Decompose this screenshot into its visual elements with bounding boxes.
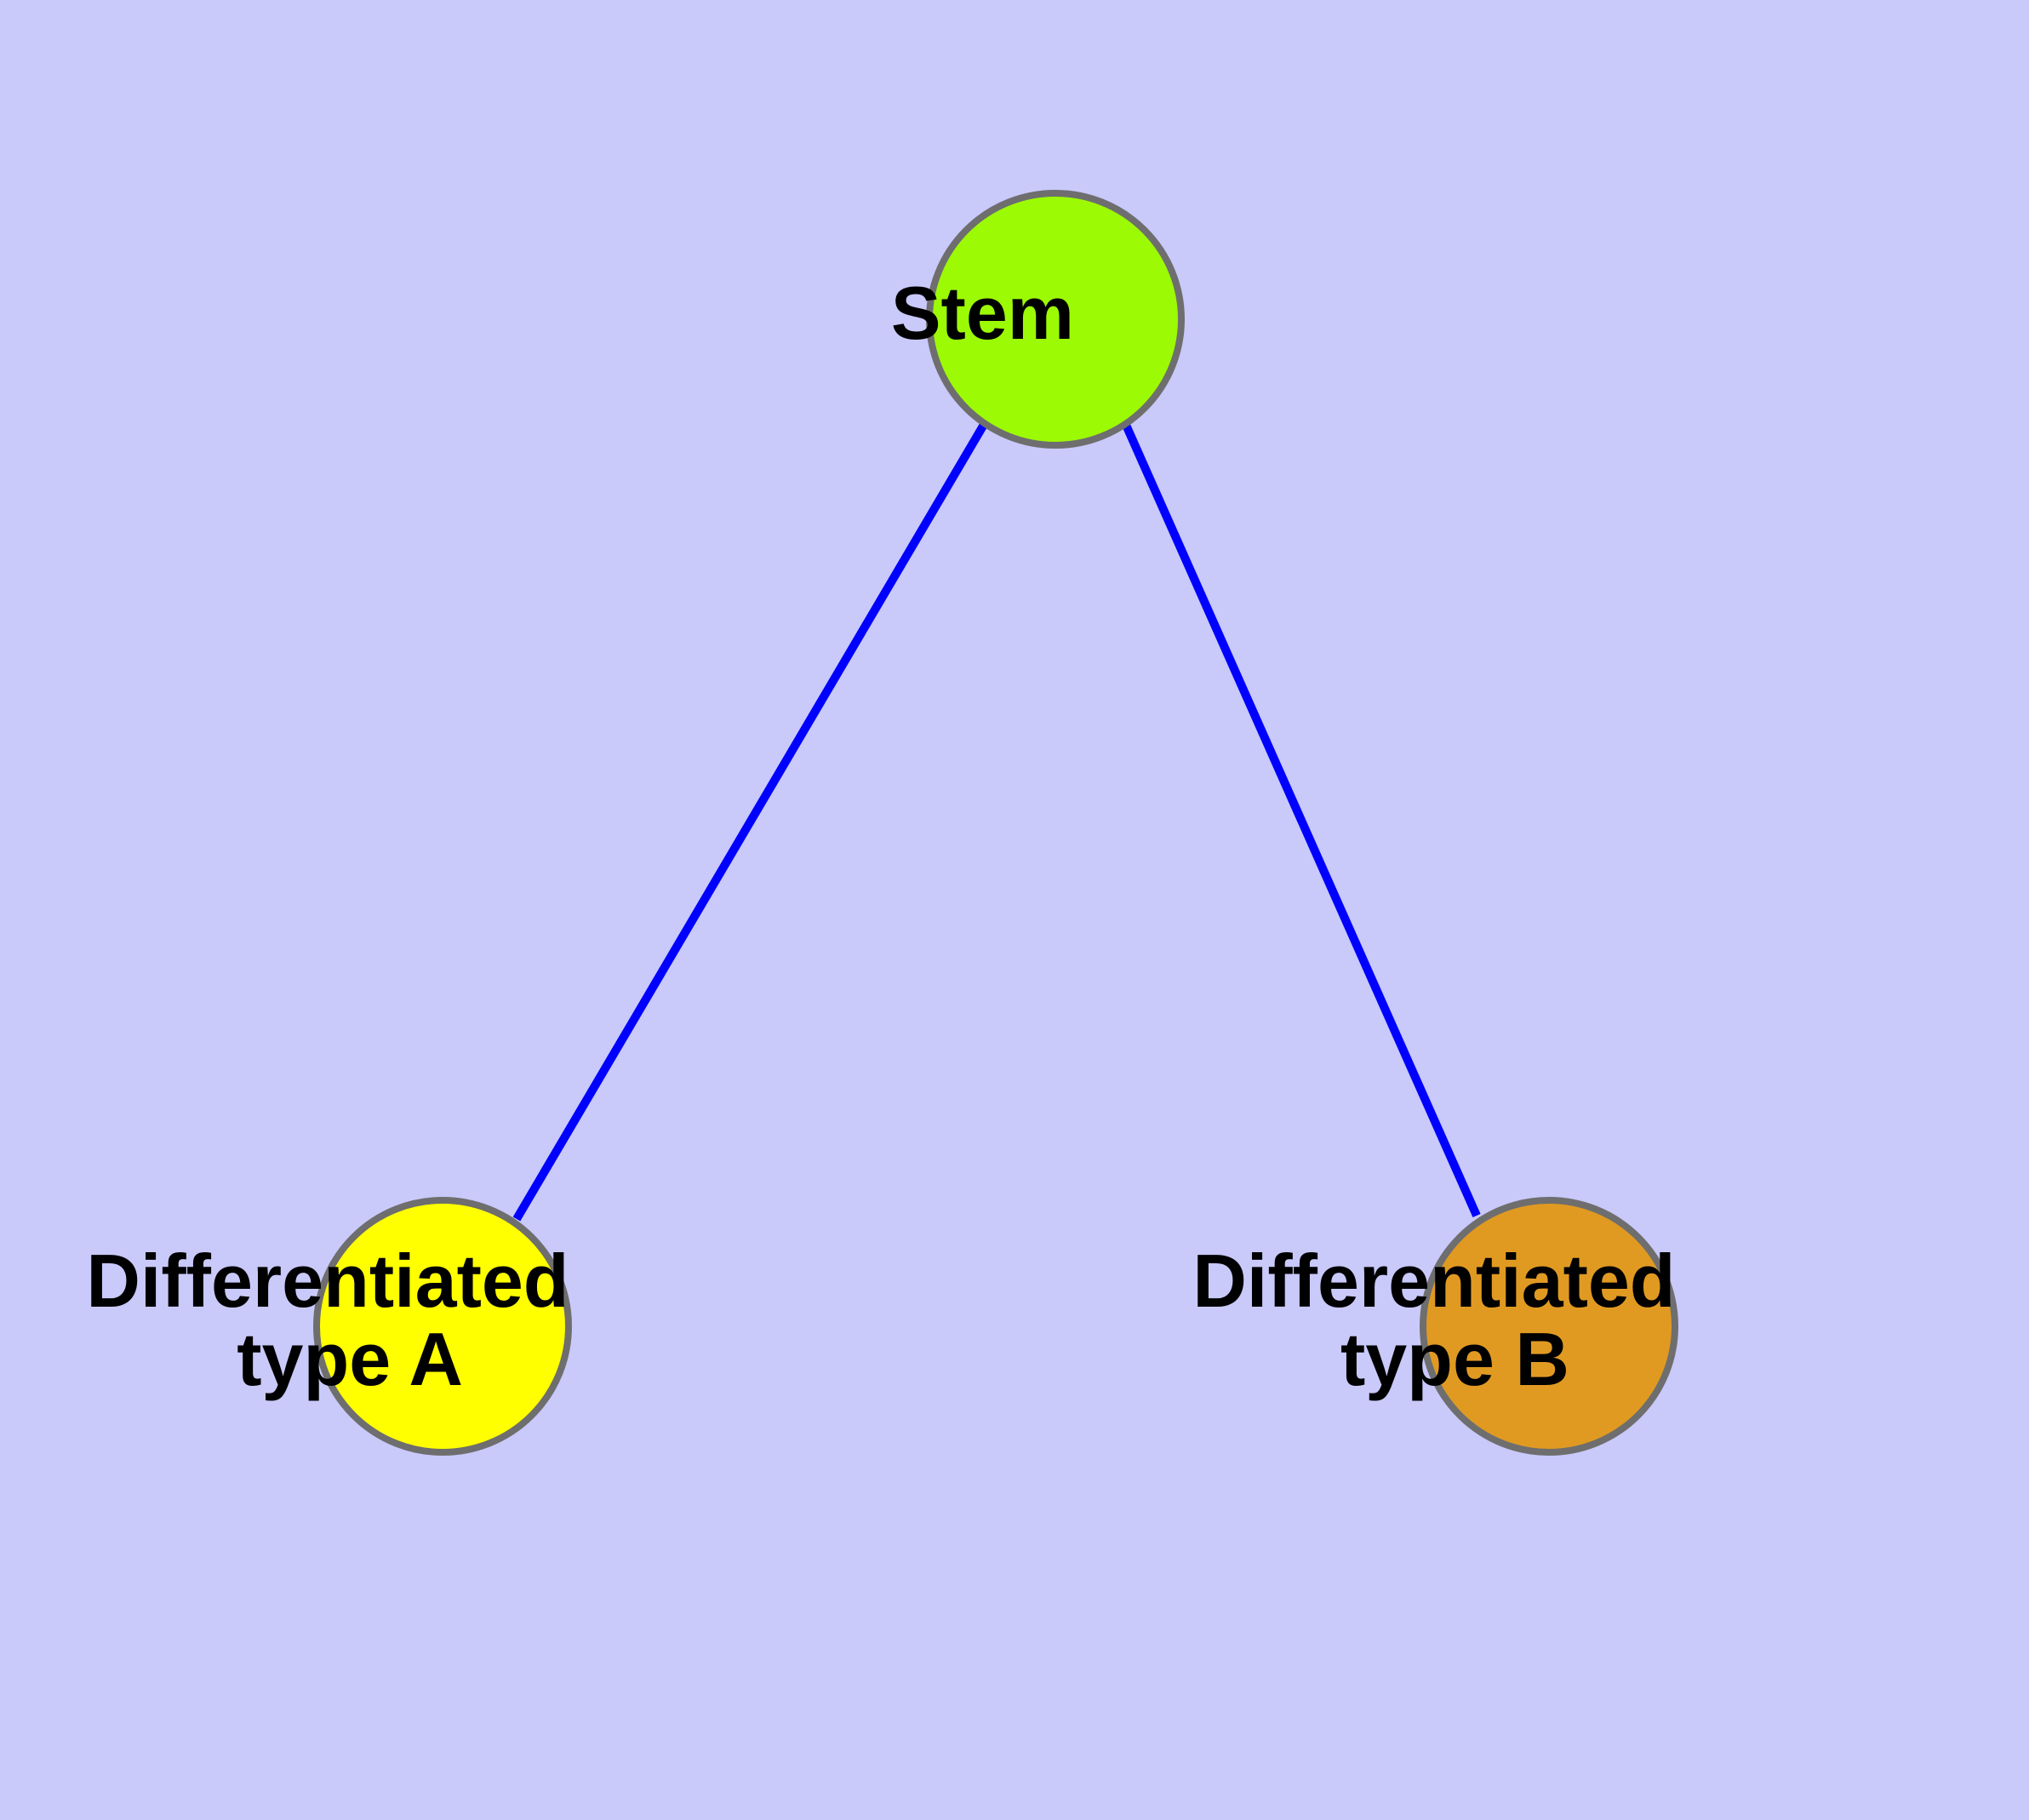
node-diff-b-label-line2: type B xyxy=(1340,1317,1569,1401)
node-stem[interactable] xyxy=(926,190,1185,449)
node-diff-a[interactable] xyxy=(313,1197,572,1456)
edge-group xyxy=(512,421,1481,1222)
node-stem-label: Stem xyxy=(0,0,1220,355)
node-diff-a-label-line2: type A xyxy=(237,1317,461,1401)
node-diff-a-circle[interactable] xyxy=(313,1197,572,1456)
edge-stem-to-diff-a[interactable] xyxy=(512,421,989,1222)
node-diff-b-label: Differentiated type B xyxy=(1192,1239,1675,1401)
node-stem-circle[interactable] xyxy=(926,190,1185,449)
node-diff-b[interactable] xyxy=(1420,1197,1678,1456)
label-group: Stem Differentiated type A Differentiate… xyxy=(0,0,1675,1401)
node-diff-b-circle[interactable] xyxy=(1420,1197,1678,1456)
edge-stem-to-diff-b[interactable] xyxy=(1121,421,1481,1218)
node-group xyxy=(313,190,1678,1456)
node-diff-a-label: Differentiated type A xyxy=(0,0,757,1401)
node-diff-a-label-line1: Differentiated xyxy=(86,1239,569,1323)
node-diff-b-label-line1: Differentiated xyxy=(1192,1239,1675,1323)
node-stem-label-line1: Stem xyxy=(891,271,1074,355)
